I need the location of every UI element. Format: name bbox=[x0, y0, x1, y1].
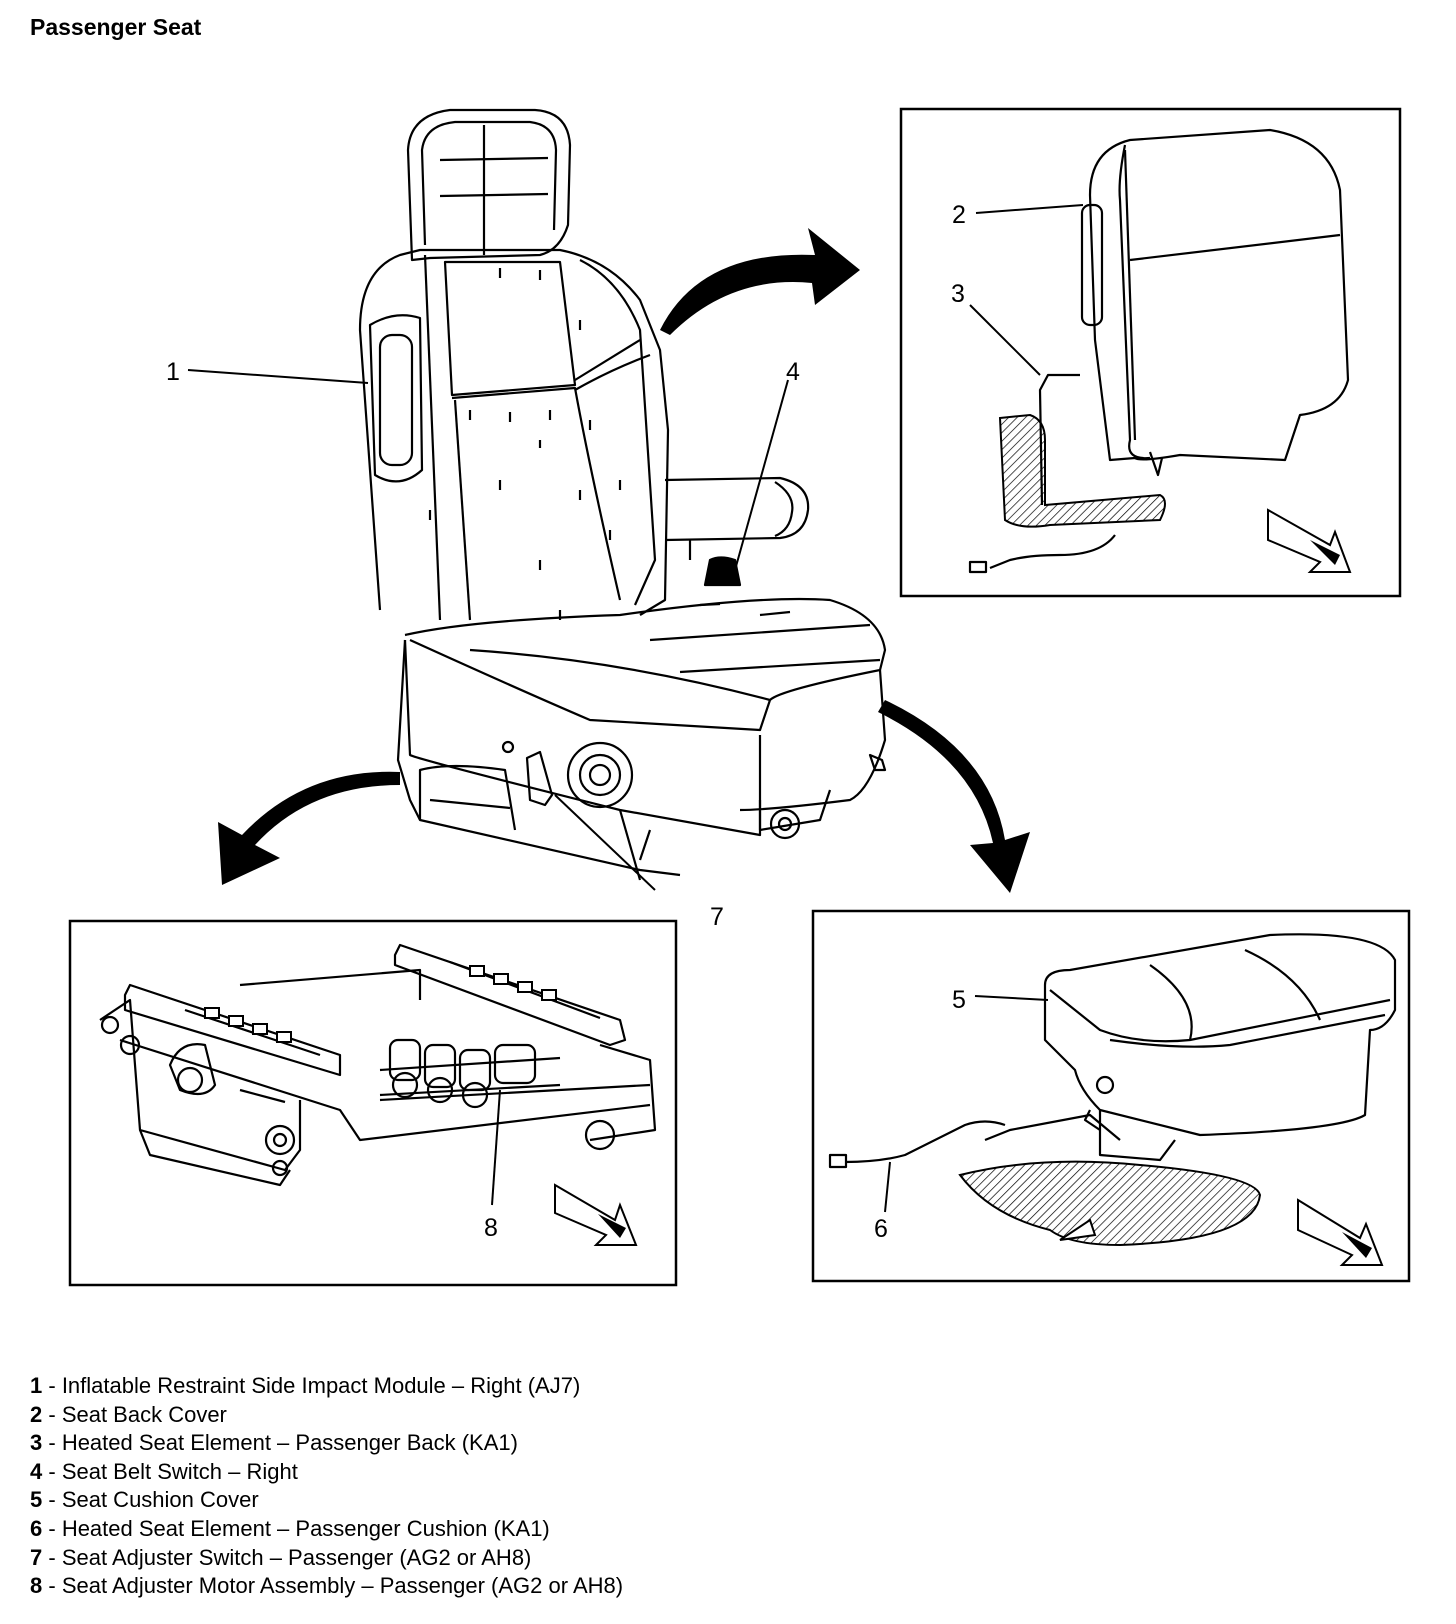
seat-adjuster-motor bbox=[379, 1038, 561, 1109]
legend-item: 4 - Seat Belt Switch – Right bbox=[30, 1458, 298, 1484]
callout-5: 5 bbox=[952, 986, 966, 1014]
headrest bbox=[406, 108, 572, 262]
callout-3: 3 bbox=[951, 280, 965, 308]
heated-element-back-pad bbox=[998, 413, 1166, 528]
arrow-to-seat-cushion-inset-icon bbox=[878, 700, 1030, 893]
exploded-seat-diagram: 1 2 3 4 5 6 7 8 bbox=[68, 107, 1411, 1287]
arrow-to-seat-back-inset-icon bbox=[660, 228, 860, 335]
inset-seat-back bbox=[899, 107, 1402, 598]
leader-lines-main bbox=[187, 369, 789, 891]
inset-seat-cushion bbox=[811, 909, 1411, 1283]
direction-arrow-icon bbox=[1267, 508, 1352, 573]
legend-item: 1 - Inflatable Restraint Side Impact Mod… bbox=[30, 1373, 581, 1398]
legend-item: 6 - Heated Seat Element – Passenger Cush… bbox=[30, 1515, 550, 1541]
callout-8: 8 bbox=[484, 1214, 498, 1242]
seat-base bbox=[396, 639, 887, 881]
callout-4: 4 bbox=[786, 358, 800, 386]
seat-back bbox=[358, 248, 670, 621]
heated-element-cushion-wire bbox=[844, 1120, 1006, 1164]
callout-7: 7 bbox=[710, 903, 724, 931]
legend-item: 8 - Seat Adjuster Motor Assembly – Passe… bbox=[30, 1573, 624, 1599]
direction-arrow-icon bbox=[554, 1183, 638, 1246]
callout-2: 2 bbox=[952, 201, 966, 229]
direction-arrow-icon bbox=[1297, 1198, 1384, 1266]
inset-seat-adjuster bbox=[68, 919, 678, 1287]
parts-legend: 1 - Inflatable Restraint Side Impact Mod… bbox=[30, 1372, 623, 1601]
arrow-to-seat-adjuster-inset-icon bbox=[218, 771, 400, 885]
callout-1: 1 bbox=[166, 358, 180, 386]
callout-6: 6 bbox=[874, 1215, 888, 1243]
legend-item: 7 - Seat Adjuster Switch – Passenger (AG… bbox=[30, 1544, 532, 1570]
legend-item: 2 - Seat Back Cover bbox=[30, 1401, 227, 1427]
seat-illustration bbox=[358, 108, 887, 881]
legend-item: 5 - Seat Cushion Cover bbox=[30, 1487, 259, 1513]
seat-cushion bbox=[404, 597, 887, 732]
page-title: Passenger Seat bbox=[30, 14, 202, 40]
seat-belt-switch-buckle bbox=[703, 556, 742, 587]
heated-element-cushion-pad bbox=[958, 1160, 1262, 1247]
side-impact-module bbox=[368, 314, 424, 483]
explode-arrows bbox=[218, 228, 1030, 893]
armrest bbox=[664, 476, 810, 560]
legend-item: 3 - Heated Seat Element – Passenger Back… bbox=[30, 1430, 518, 1456]
